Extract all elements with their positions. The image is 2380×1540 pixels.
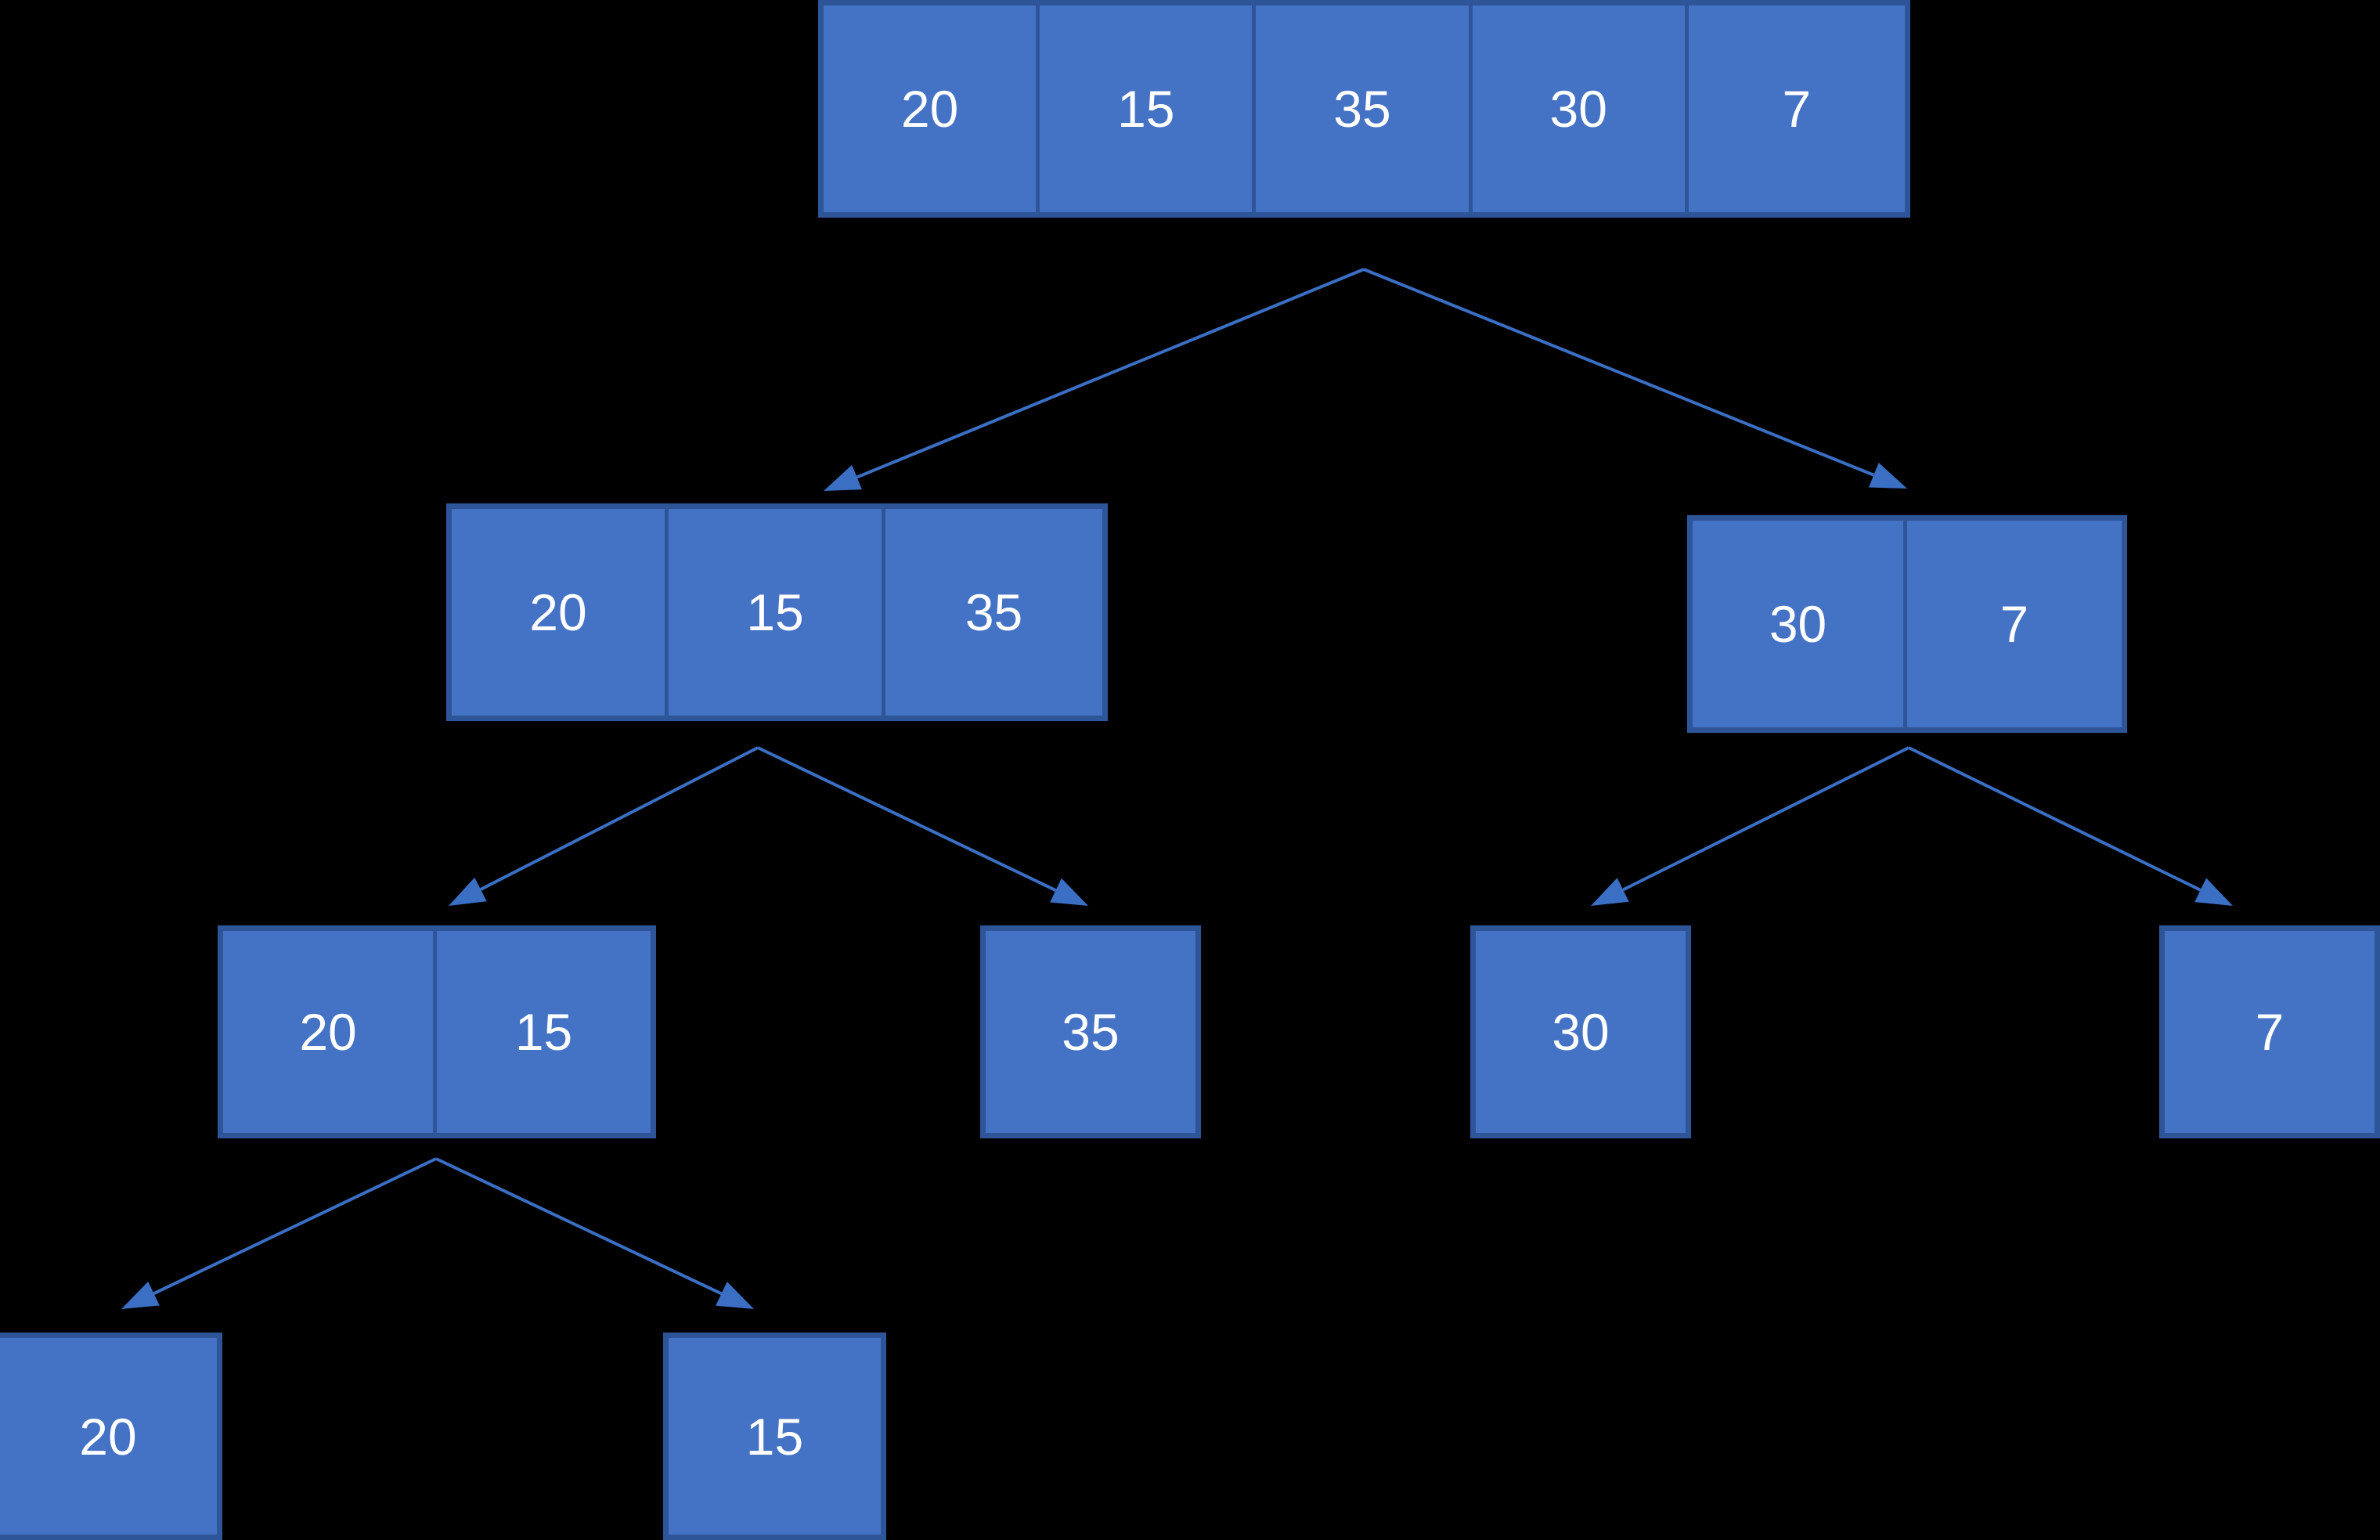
array-cell: 35: [1256, 5, 1473, 212]
array-node: 7: [2159, 925, 2380, 1138]
edge-line: [1908, 746, 2202, 892]
array-node: 35: [980, 925, 1201, 1138]
tree-edge: [435, 1157, 754, 1309]
array-cell: 15: [1040, 5, 1257, 212]
array-cell: 20: [223, 931, 438, 1133]
array-cell: 20: [824, 5, 1040, 212]
tree-edge: [757, 746, 1088, 906]
array-cell: 15: [669, 1338, 881, 1535]
edge-line: [856, 268, 1365, 479]
array-cell: 7: [2165, 931, 2375, 1133]
arrowhead-icon: [121, 1281, 160, 1309]
array-cell: 15: [437, 931, 651, 1133]
tree-edge: [824, 268, 1365, 491]
array-cell: 30: [1693, 521, 1908, 727]
tree-edge: [1908, 746, 2233, 906]
tree-edge: [449, 746, 759, 906]
arrowhead-icon: [1591, 878, 1629, 906]
arrowhead-icon: [716, 1281, 754, 1309]
array-cell: 7: [1907, 521, 2122, 727]
tree-edge: [1363, 268, 1907, 489]
array-cell: 35: [885, 509, 1102, 716]
edge-line: [435, 1157, 723, 1296]
array-node: 30: [1470, 925, 1691, 1138]
array-cell: 7: [1688, 5, 1905, 212]
arrowhead-icon: [2194, 878, 2233, 906]
arrowhead-icon: [824, 464, 863, 491]
array-cell: 30: [1472, 5, 1689, 212]
edge-line: [757, 746, 1057, 892]
edge-line: [1363, 268, 1875, 477]
array-cell: 15: [669, 509, 886, 716]
arrowhead-icon: [449, 877, 487, 906]
array-cell: 35: [986, 931, 1195, 1133]
arrowhead-icon: [1868, 463, 1907, 489]
array-cell: 20: [0, 1338, 217, 1535]
tree-edge: [1591, 746, 1909, 906]
edge-line: [480, 746, 759, 891]
edge-line: [1622, 746, 1909, 892]
array-cell: 20: [452, 509, 669, 716]
edge-line: [153, 1157, 437, 1295]
arrowhead-icon: [1050, 878, 1088, 906]
array-node: 15: [663, 1333, 886, 1540]
array-node: 20: [0, 1333, 222, 1540]
array-cell: 30: [1476, 931, 1686, 1133]
tree-edge: [121, 1157, 437, 1309]
